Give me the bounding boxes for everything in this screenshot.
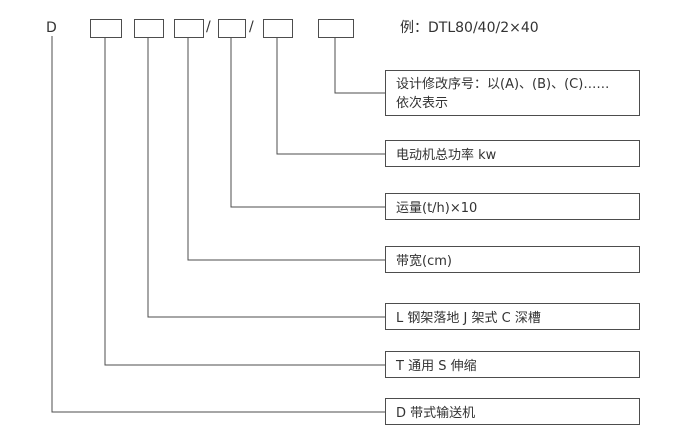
connector-design-revision — [334, 37, 385, 94]
code-box-variant — [90, 19, 122, 38]
code-box-belt-width — [174, 19, 204, 38]
connector-motor-power — [276, 37, 385, 155]
variant-label-box: T 通用 S 伸缩 — [385, 351, 640, 378]
design-revision-label-line2: 依次表示 — [396, 96, 449, 111]
belt-width-label: 带宽(cm) — [396, 254, 452, 269]
conveyor-label: D 带式输送机 — [396, 406, 476, 421]
design-revision-label-line1: 设计修改序号：以(A)、(B)、(C)…… — [396, 77, 610, 92]
capacity-label: 运量(t/h)×10 — [396, 201, 478, 216]
model-prefix-letter: D — [46, 20, 57, 36]
belt-width-label-box: 带宽(cm) — [385, 246, 640, 273]
frame-type-label: L 钢架落地 J 架式 C 深槽 — [396, 311, 541, 326]
code-box-motor-power — [263, 19, 293, 38]
code-box-capacity — [218, 19, 246, 38]
code-box-frame-type — [134, 19, 164, 38]
slash-separator-1: / — [206, 19, 211, 35]
connector-conveyor — [51, 36, 385, 413]
conveyor-label-box: D 带式输送机 — [385, 398, 640, 425]
frame-type-label-box: L 钢架落地 J 架式 C 深槽 — [385, 303, 640, 330]
connector-frame-type — [147, 37, 385, 318]
connector-variant — [104, 37, 385, 366]
design-revision-label-box: 设计修改序号：以(A)、(B)、(C)…… 依次表示 — [385, 70, 640, 116]
slash-separator-2: / — [249, 19, 254, 35]
motor-power-label-box: 电动机总功率 kw — [385, 140, 640, 167]
example-text: 例：DTL80/40/2×40 — [400, 20, 539, 36]
connector-capacity — [230, 37, 385, 208]
capacity-label-box: 运量(t/h)×10 — [385, 193, 640, 220]
connector-belt-width — [187, 37, 385, 261]
motor-power-label: 电动机总功率 kw — [396, 148, 497, 163]
code-box-design-revision — [318, 19, 354, 38]
variant-label: T 通用 S 伸缩 — [396, 359, 477, 374]
